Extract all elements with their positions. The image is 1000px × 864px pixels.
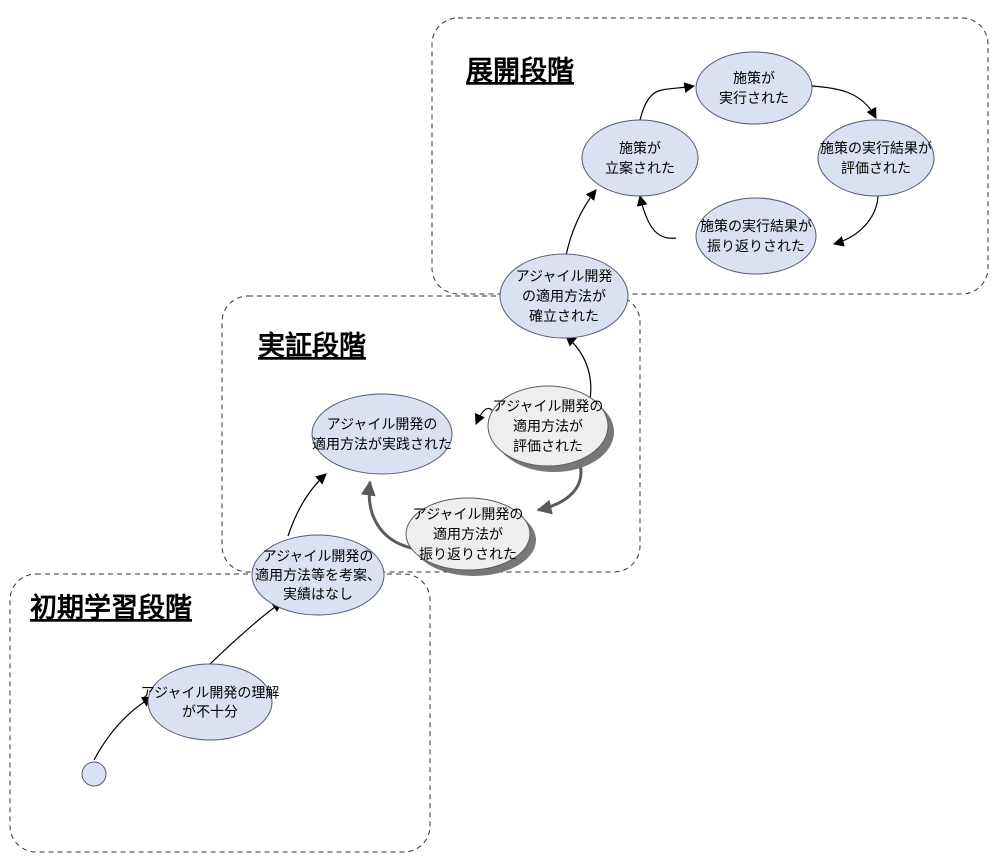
node-label-line: 施策の実行結果が xyxy=(700,218,812,235)
stage-title-deploy: 展開段階 xyxy=(466,56,574,87)
edge-initial-to-understanding xyxy=(93,696,153,761)
node-label-line: 施策が xyxy=(733,70,775,87)
node-label-line: アジャイル開発の xyxy=(327,417,438,433)
node-shape xyxy=(251,534,385,616)
edge-practiced-to-reviewed xyxy=(360,480,413,550)
node-shape xyxy=(147,663,273,741)
edge-planned-to-executed xyxy=(639,82,696,121)
initial-state-circle xyxy=(81,761,107,787)
node-shape xyxy=(695,197,817,275)
node-label-line: 振り返りされた xyxy=(707,239,805,255)
node-label: 施策の実行結果が評価された xyxy=(820,140,932,177)
node-shape xyxy=(487,385,609,467)
edge-evaluated-to-established xyxy=(565,335,592,401)
node-label: 施策が実行された xyxy=(719,70,789,107)
node-label-line: 実績はなし xyxy=(283,587,353,603)
node-shape xyxy=(311,393,453,475)
node-label: 施策が立案された xyxy=(605,140,675,177)
node-label-line: 振り返りされた xyxy=(419,547,517,563)
node-label: アジャイル開発の適用方法が評価された xyxy=(493,399,604,455)
node-method-established: アジャイル開発の適用方法が確立された xyxy=(499,253,629,339)
node-label: アジャイル開発の適用方法が確立された xyxy=(516,269,613,325)
edge-result-evaluated-to-reviewed xyxy=(832,193,879,247)
node-method-devised: アジャイル開発の適用方法等を考案、実績はなし xyxy=(251,534,385,616)
node-understanding-insufficient: アジャイル開発の理解が不十分 xyxy=(141,663,280,741)
node-label-line: 評価された xyxy=(513,439,583,455)
stage-box-proof xyxy=(221,295,641,573)
node-label-line: アジャイル開発の xyxy=(263,549,374,565)
node-measure-executed: 施策が実行された xyxy=(695,51,813,125)
stage-box-deploy xyxy=(431,17,989,295)
node-label-line: アジャイル開発の xyxy=(493,399,604,415)
node-result-evaluated: 施策の実行結果が評価された xyxy=(817,119,935,197)
node-label: アジャイル開発の適用方法等を考案、実績はなし xyxy=(255,549,381,603)
edge-result-reviewed-to-planned xyxy=(636,194,677,239)
node-label-line: アジャイル開発の理解 xyxy=(141,686,280,702)
node-shape xyxy=(817,119,935,197)
node-shape xyxy=(499,253,629,339)
node-label-line: 適用方法が xyxy=(433,526,503,543)
node-label-line: が不十分 xyxy=(182,705,238,721)
node-result-reviewed: 施策の実行結果が振り返りされた xyxy=(695,197,817,275)
node-label: 施策の実行結果が振り返りされた xyxy=(700,218,812,255)
node-label-line: 適用方法が xyxy=(513,418,583,435)
node-label-line: 適用方法等を考案、 xyxy=(255,567,381,584)
stage-box-initial xyxy=(9,573,431,853)
node-label-line: アジャイル開発 xyxy=(516,269,613,285)
node-label-line: の適用方法が xyxy=(522,288,606,305)
node-shape xyxy=(405,497,531,571)
node-label: アジャイル開発の適用方法が振り返りされた xyxy=(413,507,524,563)
edge-evaluated-to-reviewed xyxy=(536,463,583,515)
node-label-line: 実行された xyxy=(719,91,789,107)
edge-understanding-to-devised xyxy=(209,601,283,665)
node-measure-planned: 施策が立案された xyxy=(581,119,699,197)
stage-title-initial: 初期学習段階 xyxy=(30,592,192,624)
node-label: アジャイル開発の適用方法が実践された xyxy=(312,417,452,453)
node-method-evaluated: アジャイル開発の適用方法が評価された xyxy=(487,385,614,472)
transitions xyxy=(93,82,879,761)
node-label-line: 施策が xyxy=(619,140,661,157)
edge-devised-to-practiced xyxy=(287,473,327,537)
node-label-line: アジャイル開発の xyxy=(413,507,524,523)
stage-title-proof: 実証段階 xyxy=(258,330,366,362)
node-label-line: 確立された xyxy=(529,309,599,325)
node-method-reviewed: アジャイル開発の適用方法が振り返りされた xyxy=(405,497,536,576)
node-method-practiced: アジャイル開発の適用方法が実践された xyxy=(311,393,453,475)
edge-established-to-planned xyxy=(565,189,597,257)
node-shape xyxy=(695,51,813,125)
node-label-line: 適用方法が実践された xyxy=(312,436,452,453)
edge-executed-to-result-evaluated xyxy=(811,85,877,119)
node-label-line: 評価された xyxy=(841,161,911,177)
node-label-line: 施策の実行結果が xyxy=(820,140,932,157)
node-shape xyxy=(581,119,699,197)
node-label-line: 立案された xyxy=(605,160,675,177)
node-label: アジャイル開発の理解が不十分 xyxy=(141,686,280,721)
